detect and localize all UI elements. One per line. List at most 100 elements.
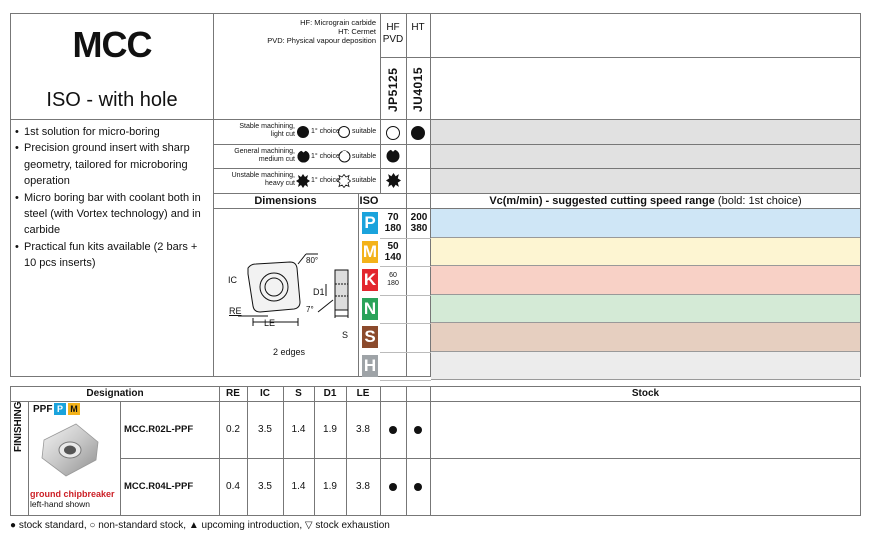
speed-header-note: (bold: 1st choice) <box>717 195 802 207</box>
suitable-label: suitable <box>352 128 377 135</box>
insert-photo <box>41 423 99 477</box>
col-header-d1: D1 <box>323 388 337 399</box>
circle-outline-icon <box>338 126 350 138</box>
speed-jp5125-p: 70 180 <box>384 212 402 234</box>
family-name: PPF <box>33 404 53 415</box>
iso-letter-k: K <box>362 269 378 291</box>
re-label: RE <box>229 306 242 316</box>
cell-s: 1.4 <box>291 424 306 435</box>
relief-angle-label: 7° <box>306 305 314 314</box>
machining-label: Unstable machining, heavy cut <box>231 172 295 187</box>
stock-standard-icon <box>380 458 406 515</box>
first-choice-label: 1° choice <box>311 128 340 135</box>
jp5125-unstable-gear-icon <box>386 173 401 188</box>
cell-le: 3.8 <box>356 481 370 492</box>
col-header-s: S <box>295 388 302 399</box>
cell-le: 3.8 <box>356 424 370 435</box>
machining-label: General machining, medium cut <box>234 148 295 163</box>
iso-band-p <box>431 209 860 238</box>
feature-item: Micro boring bar with coolant both in st… <box>15 190 211 239</box>
suitable-label: suitable <box>352 177 377 184</box>
machining-row-stable: Stable machining, light cut 1° choice su… <box>213 120 381 144</box>
filled-dot-icon <box>389 482 397 491</box>
iso-tag-p: P <box>54 403 66 415</box>
cell-designation: MCC.R02L-PPF <box>124 424 194 435</box>
speed-jp5125-k: 60 180 <box>387 272 399 287</box>
product-code: MCC <box>72 24 153 65</box>
iso-band-n <box>431 294 860 323</box>
cell-ic: 3.5 <box>258 424 272 435</box>
product-table <box>10 386 861 516</box>
filled-dot-icon <box>389 425 397 434</box>
s-label: S <box>342 330 349 340</box>
machining-row-unstable: Unstable machining, heavy cut 1° choice … <box>213 169 381 193</box>
iso-letter-h: H <box>362 354 378 377</box>
machining-label: Stable machining, light cut <box>239 123 295 138</box>
speed-jp5125-m: 50 140 <box>384 240 402 263</box>
feature-list: 1st solution for micro-boring Precision … <box>15 124 211 272</box>
cell-re: 0.4 <box>226 481 240 492</box>
filled-dot-icon <box>414 482 422 491</box>
grade-legend-hf: HF: Micrograin carbide <box>300 18 376 27</box>
cell-s: 1.4 <box>291 481 306 492</box>
gear-filled-icon <box>296 174 310 188</box>
iso-band-h <box>431 351 860 380</box>
suitable-label: suitable <box>352 153 377 160</box>
stock-standard-icon <box>380 401 406 458</box>
col-header-designation: Designation <box>86 388 144 399</box>
filled-dot-icon <box>414 425 422 434</box>
iso-letter-p: P <box>362 212 378 234</box>
grade-group-ht: HT <box>411 22 425 33</box>
cell-d1: 1.9 <box>323 424 337 435</box>
speed-ju4015-p: 200 380 <box>410 212 428 234</box>
machining-row-general: General machining, medium cut 1° choice … <box>213 145 381 168</box>
cell-designation: MCC.R04L-PPF <box>124 481 194 492</box>
ju4015-stable-circle-filled-icon <box>411 126 425 140</box>
circle-filled-icon <box>297 126 309 138</box>
grade-legend-ht: HT: Cermet <box>338 27 376 36</box>
cell-ic: 3.5 <box>258 481 272 492</box>
iso-tag-m: M <box>68 403 80 415</box>
feature-item: Precision ground insert with sharp geome… <box>15 140 211 189</box>
le-label: LE <box>264 318 276 328</box>
cell-re: 0.2 <box>226 424 240 435</box>
jp5125-general-notched-circle-icon <box>386 149 400 163</box>
feature-item: 1st solution for micro-boring <box>15 124 211 141</box>
chipbreaker-label: ground chipbreaker <box>30 489 115 499</box>
edges-label: 2 edges <box>273 347 306 357</box>
grade-jp5125: JP5125 <box>386 67 400 112</box>
stock-standard-icon <box>406 458 430 515</box>
cell-d1: 1.9 <box>323 481 337 492</box>
notched-circle-filled-icon <box>297 150 310 163</box>
chipbreaker-note: left-hand shown <box>30 499 91 509</box>
first-choice-label: 1° choice <box>311 153 340 160</box>
grade-group-hf-pvd: HF PVD <box>382 22 404 45</box>
insert-dimension-drawing <box>238 253 349 326</box>
iso-band-k <box>431 266 860 295</box>
grade-ju4015: JU4015 <box>411 66 425 112</box>
gear-outline-icon <box>337 174 351 188</box>
d1-label: D1 <box>313 287 325 297</box>
speed-header: Vc(m/min) - suggested cutting speed rang… <box>431 195 860 207</box>
stock-legend: ● stock standard, ○ non-standard stock, … <box>10 520 390 531</box>
first-choice-label: 1° choice <box>311 177 340 184</box>
product-subtitle: ISO - with hole <box>46 89 178 111</box>
iso-letter-n: N <box>362 297 378 320</box>
iso-band-m <box>431 237 860 266</box>
angle-label: 80° <box>306 256 319 265</box>
iso-band-s <box>431 323 860 352</box>
iso-header: ISO <box>359 195 379 207</box>
jp5125-stable-circle-outline-icon <box>386 126 400 140</box>
feature-item: Practical fun kits available (2 bars + 1… <box>15 239 211 272</box>
col-header-re: RE <box>226 388 240 399</box>
speed-header-title: Vc(m/min) - suggested cutting speed rang… <box>489 195 715 207</box>
iso-letter-s: S <box>362 326 378 348</box>
ic-label: IC <box>228 275 237 285</box>
col-header-ic: IC <box>260 388 270 399</box>
stock-standard-icon <box>406 401 430 458</box>
col-header-stock: Stock <box>631 388 660 399</box>
section-finishing: FINISHING <box>13 401 24 452</box>
dimensions-header: Dimensions <box>254 195 317 207</box>
notched-circle-outline-icon <box>338 150 351 163</box>
iso-letter-m: M <box>362 240 378 263</box>
